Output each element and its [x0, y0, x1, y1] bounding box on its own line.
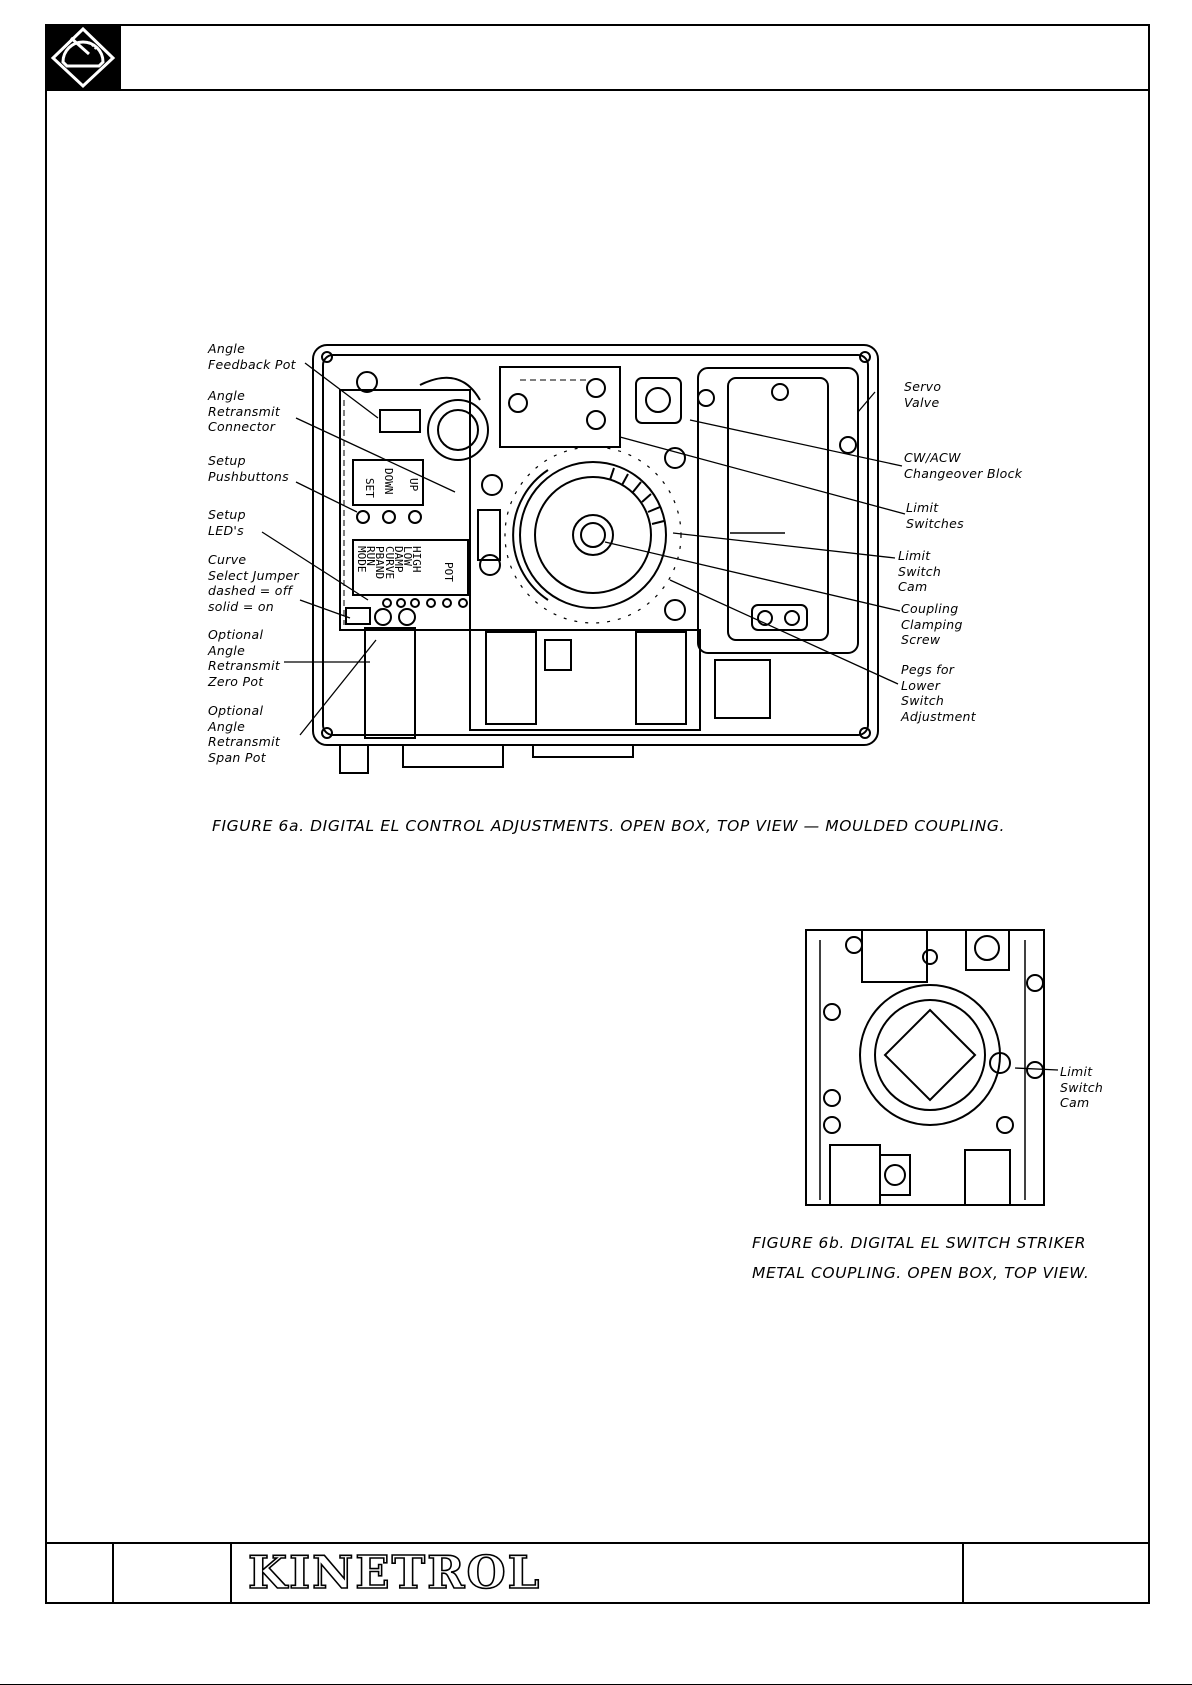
footer-divider [230, 1542, 232, 1604]
label-changeover-block: CW/ACW Changeover Block [904, 450, 1023, 481]
label-setup-leds: Setup LED's [208, 507, 246, 538]
board-label-low: LOW [401, 546, 414, 566]
board-label-down: DOWN [382, 468, 395, 495]
footer-divider [962, 1542, 964, 1604]
label-limit-switches: Limit Switches [906, 500, 964, 531]
label-setup-pushbuttons: Setup Pushbuttons [208, 453, 289, 484]
label-coupling-clamping-screw: Coupling Clamping Screw [901, 601, 963, 647]
logo-emblem-icon [50, 26, 116, 89]
label-curve-select-jumper: Curve Select Jumper dashed = off solid =… [208, 552, 299, 614]
board-label-damp: DAMP [392, 546, 405, 573]
company-logo [45, 24, 121, 91]
footer-divider [112, 1542, 114, 1604]
label-angle-feedback-pot: Angle Feedback Pot [208, 341, 296, 372]
board-label-set: SET [363, 478, 376, 498]
brand-wordmark: KINETROL [247, 1546, 542, 1599]
figure-6a-caption: FIGURE 6a. DIGITAL EL CONTROL ADJUSTMENT… [212, 817, 1006, 835]
page-frame [45, 24, 1150, 1604]
board-label-high: HIGH [410, 546, 423, 573]
label-servo-valve: Servo Valve [904, 379, 942, 410]
board-label-mode: MODE [355, 546, 368, 573]
label-zero-pot: Optional Angle Retransmit Zero Pot [208, 627, 281, 689]
figure-6b-caption-line1: FIGURE 6b. DIGITAL EL SWITCH STRIKER [752, 1234, 1087, 1252]
label-limit-switch-cam: Limit Switch Cam [898, 548, 942, 594]
board-label-pband: PBAND [373, 546, 386, 579]
header-rule [45, 89, 1150, 91]
figure-6b-caption-line2: METAL COUPLING. OPEN BOX, TOP VIEW. [752, 1264, 1090, 1282]
board-label-curve: CURVE [383, 546, 396, 579]
footer-rule [45, 1542, 1150, 1544]
label-6b-limit-switch-cam: Limit Switch Cam [1060, 1064, 1104, 1110]
board-label-pot: POT [442, 562, 455, 582]
label-span-pot: Optional Angle Retransmit Span Pot [208, 703, 281, 765]
board-label-up: UP [407, 478, 420, 492]
label-pegs-lower-switch: Pegs for Lower Switch Adjustment [901, 662, 976, 724]
board-label-run: RUN [364, 546, 377, 566]
label-angle-retransmit-connector: Angle Retransmit Connector [208, 388, 281, 434]
